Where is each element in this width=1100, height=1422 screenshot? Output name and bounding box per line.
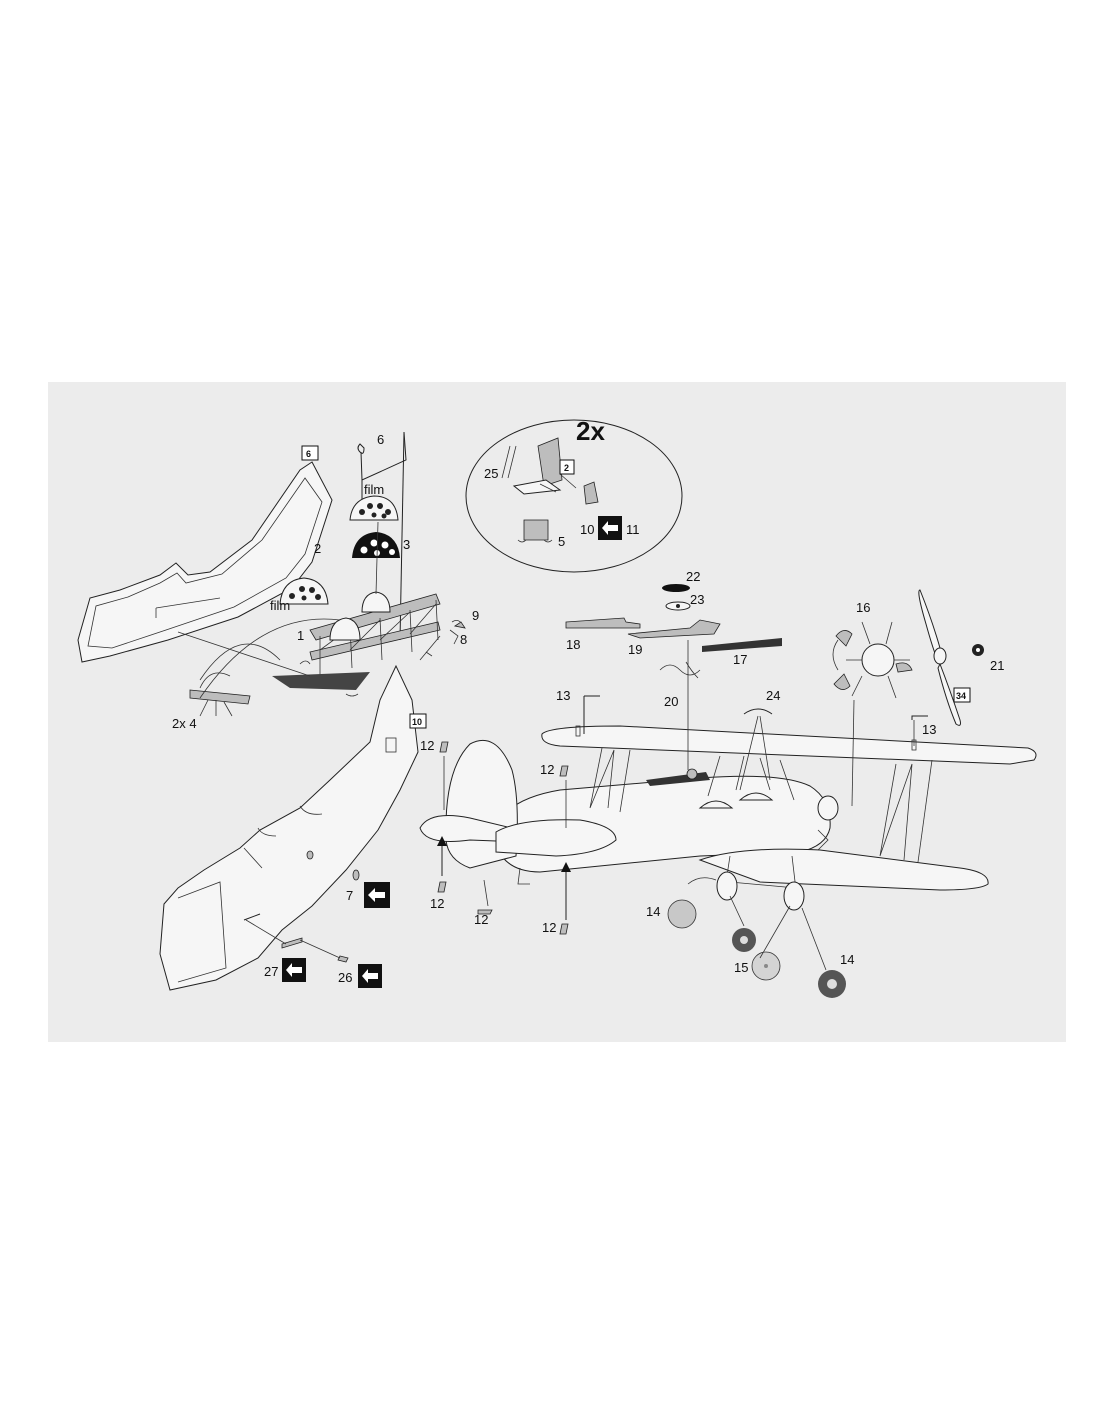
label-2x-4: 2x 4 xyxy=(172,716,197,731)
guide-lines xyxy=(177,618,441,699)
label-26: 26 xyxy=(338,970,352,985)
part-7-26-27 xyxy=(245,850,360,963)
page-ref-box-10: 10 xyxy=(409,713,427,729)
label-12a: 12 xyxy=(420,738,434,753)
label-17: 17 xyxy=(733,652,747,667)
label-2: 2 xyxy=(314,541,321,556)
gun-parts xyxy=(565,584,782,679)
label-18: 18 xyxy=(566,637,580,652)
label-25: 25 xyxy=(484,466,498,481)
label-6: 6 xyxy=(377,432,384,447)
label-19: 19 xyxy=(628,642,642,657)
part-12-horns xyxy=(437,741,571,935)
label-12c: 12 xyxy=(430,896,444,911)
label-3: 3 xyxy=(403,537,410,552)
label-film-2: film xyxy=(270,598,290,613)
label-7: 7 xyxy=(346,888,353,903)
instrument-panel-film xyxy=(279,577,329,605)
label-27: 27 xyxy=(264,964,278,979)
biplane-model xyxy=(419,725,1037,911)
engine-cowl-cylinders xyxy=(832,621,913,699)
part-4-bracket xyxy=(189,643,281,717)
page-ref-box-6: 6 xyxy=(301,445,319,461)
fuselage-side-left xyxy=(77,461,333,663)
part-8-9-levers xyxy=(425,620,466,657)
label-8: 8 xyxy=(460,632,467,647)
instrument-panel-2 xyxy=(352,532,400,558)
propeller xyxy=(918,589,984,726)
label-16: 16 xyxy=(856,600,870,615)
label-10: 10 xyxy=(580,522,594,537)
label-22: 22 xyxy=(686,569,700,584)
label-12d: 12 xyxy=(474,912,488,927)
fuselage-side-right xyxy=(159,664,419,991)
turn-over-icon xyxy=(358,964,382,988)
label-9: 9 xyxy=(472,608,479,623)
turn-over-icon xyxy=(598,516,622,540)
cockpit-frame-assembly xyxy=(272,591,441,697)
label-14a: 14 xyxy=(646,904,660,919)
instrument-panel-upper xyxy=(349,495,399,521)
svg-text:6: 6 xyxy=(306,449,311,459)
label-12e: 12 xyxy=(542,920,556,935)
part-13-24 xyxy=(583,695,928,791)
label-1: 1 xyxy=(297,628,304,643)
label-13b: 13 xyxy=(922,722,936,737)
label-5: 5 xyxy=(558,534,565,549)
label-13a: 13 xyxy=(556,688,570,703)
svg-text:34: 34 xyxy=(956,691,966,701)
svg-text:2: 2 xyxy=(564,463,569,473)
label-11: 11 xyxy=(626,522,640,537)
label-21: 21 xyxy=(990,658,1004,673)
label-23: 23 xyxy=(690,592,704,607)
label-14b: 14 xyxy=(840,952,854,967)
page-ref-box-34: 34 xyxy=(953,687,971,703)
label-20: 20 xyxy=(664,694,678,709)
label-24: 24 xyxy=(766,688,780,703)
label-12b: 12 xyxy=(540,762,554,777)
seat-detail-callout xyxy=(465,419,683,573)
label-15: 15 xyxy=(734,960,748,975)
leader-lines xyxy=(375,521,855,807)
svg-text:10: 10 xyxy=(412,717,422,727)
page-ref-box-2: 2 xyxy=(559,459,575,475)
turn-over-icon xyxy=(282,958,306,982)
turn-over-icon xyxy=(364,882,390,908)
wheel-parts xyxy=(667,877,846,998)
quantity-title: 2x xyxy=(576,416,605,446)
label-film-1: film xyxy=(364,482,384,497)
